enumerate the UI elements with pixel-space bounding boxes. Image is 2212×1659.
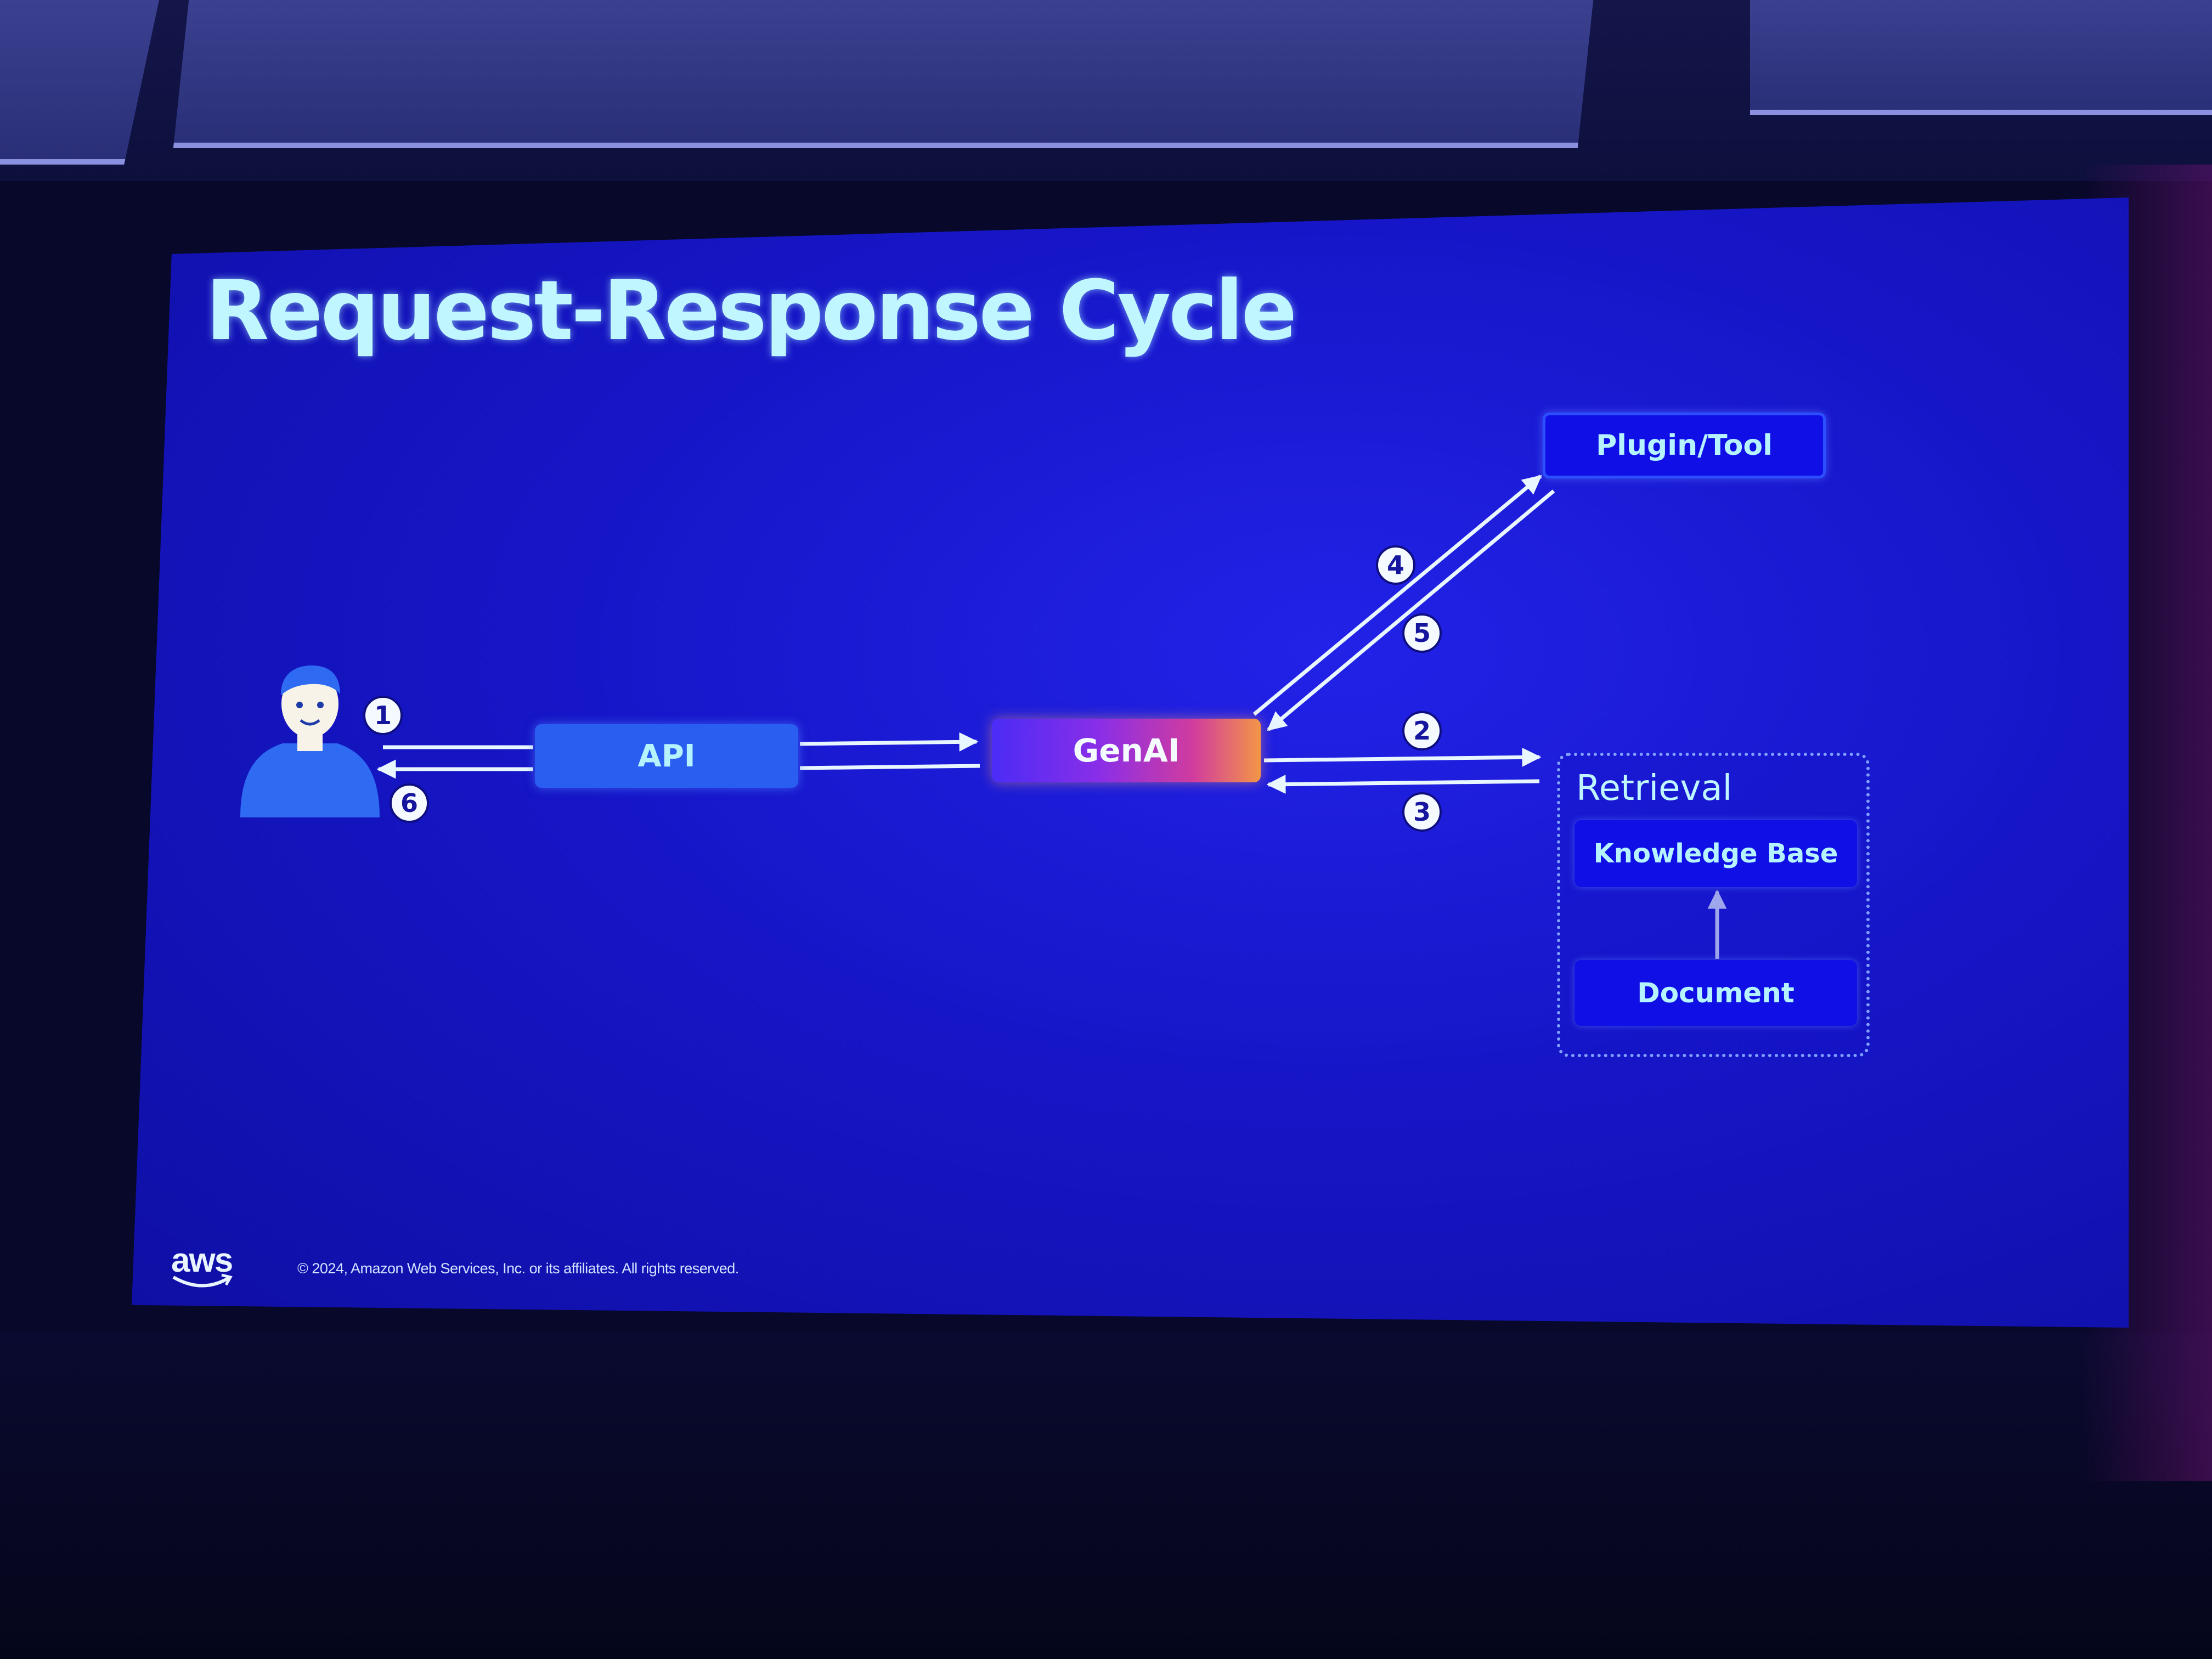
api-node: API <box>535 724 798 788</box>
ceiling-panel <box>1750 0 2212 115</box>
genai-node: GenAI <box>992 719 1261 782</box>
arrow-genai-to-retrieval <box>1263 747 1542 767</box>
arrow-plugin-to-genai <box>1267 489 1555 731</box>
arrow-retrieval-to-genai <box>1266 775 1540 794</box>
step-badge-5: 5 <box>1402 613 1442 653</box>
step-badge-3: 3 <box>1402 792 1442 832</box>
slide-title: Request-Response Cycle <box>206 263 1297 359</box>
arrow-genai-to-api <box>799 764 980 770</box>
step-badge-1: 1 <box>363 696 403 735</box>
document-node: Document <box>1575 960 1857 1026</box>
room-floor <box>0 1333 2212 1659</box>
room-ceiling <box>0 0 2212 181</box>
arrow-genai-to-plugin <box>1252 475 1542 716</box>
retrieval-label: Retrieval <box>1576 768 1733 809</box>
step-badge-4: 4 <box>1376 545 1415 585</box>
knowledge-base-node: Knowledge Base <box>1575 820 1857 887</box>
arrow-api-to-genai <box>799 732 979 752</box>
aws-logo: aws <box>171 1242 233 1279</box>
plugin-tool-node: Plugin/Tool <box>1543 413 1826 478</box>
step-badge-6: 6 <box>390 783 429 823</box>
step-badge-2: 2 <box>1402 711 1442 751</box>
copyright-footer: © 2024, Amazon Web Services, Inc. or its… <box>297 1260 739 1277</box>
aws-smile-icon <box>172 1273 233 1288</box>
person-icon <box>240 665 380 817</box>
